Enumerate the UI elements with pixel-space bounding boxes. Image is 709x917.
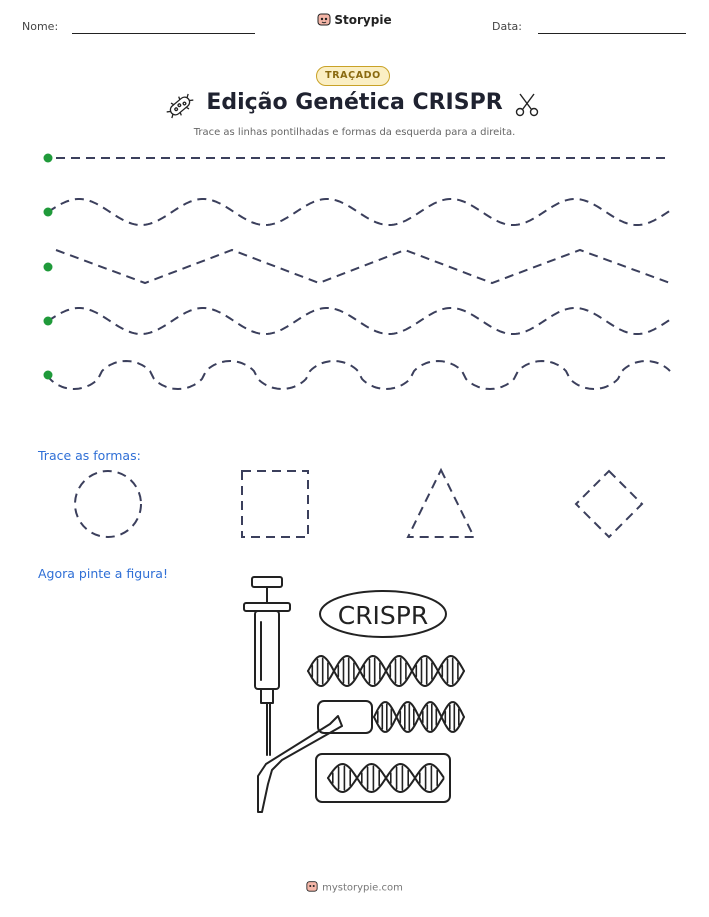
shapes-label: Trace as formas: — [38, 448, 141, 463]
crispr-text: CRISPR — [338, 601, 429, 630]
date-label: Data: — [492, 20, 522, 33]
name-line[interactable] — [72, 33, 255, 34]
name-label: Nome: — [22, 20, 59, 33]
start-dot — [43, 370, 53, 380]
scissors-icon — [515, 93, 539, 117]
tracing-badge: TRAÇADO — [316, 66, 390, 86]
dna-strand-icon — [307, 655, 465, 687]
crispr-ellipse — [319, 590, 447, 638]
trace-square[interactable] — [241, 470, 309, 538]
coloring-label: Agora pinte a figura! — [38, 566, 168, 581]
trace-line-2[interactable] — [47, 198, 671, 226]
dna-backbone — [327, 763, 445, 793]
storypie-logo-icon — [306, 880, 318, 895]
syringe-icon — [243, 576, 291, 756]
bacteria-icon — [166, 93, 194, 119]
trace-line-4[interactable] — [47, 307, 671, 335]
trace-line-3[interactable] — [55, 248, 671, 285]
page-title: Edição Genética CRISPR — [206, 90, 503, 115]
dna-strand-icon — [327, 763, 445, 793]
trace-triangle[interactable] — [406, 467, 476, 538]
start-dot — [43, 316, 53, 326]
trace-line-5[interactable] — [47, 359, 671, 391]
brand-logo: Storypie — [0, 12, 709, 29]
storypie-logo-icon — [317, 12, 331, 29]
start-dot — [43, 262, 53, 272]
dna-box — [315, 753, 451, 803]
dna-strand-icon — [373, 701, 465, 733]
footer: mystorypie.com — [0, 880, 709, 895]
start-dot — [43, 207, 53, 217]
trace-circle[interactable] — [74, 470, 142, 538]
footer-site[interactable]: mystorypie.com — [322, 882, 403, 894]
instructions: Trace as linhas pontilhadas e formas da … — [193, 127, 516, 138]
date-line[interactable] — [538, 33, 686, 34]
brand-name: Storypie — [334, 13, 392, 27]
trace-diamond[interactable] — [574, 469, 644, 539]
start-dot — [43, 153, 53, 163]
dna-backbone — [307, 655, 465, 687]
dna-backbone — [373, 701, 465, 733]
pipette-icon — [257, 700, 373, 813]
